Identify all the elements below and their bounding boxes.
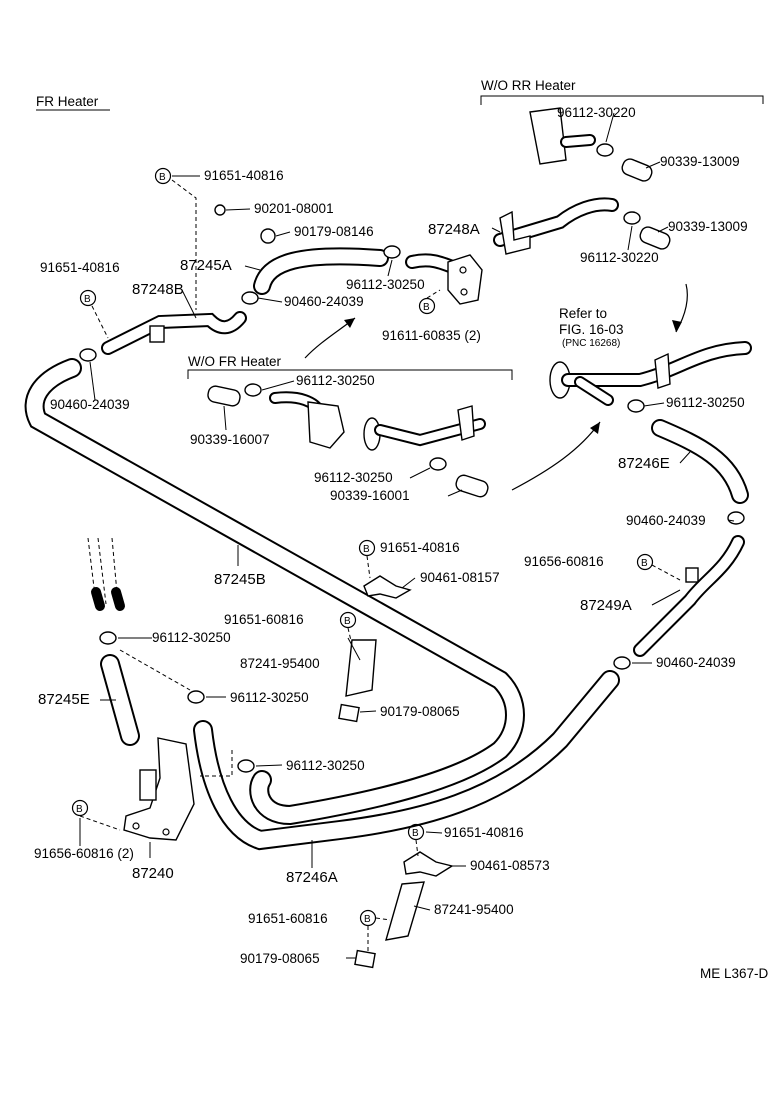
bracket-87241-95400-bot xyxy=(385,881,425,941)
hose-87246E xyxy=(651,419,749,504)
part-labels: 96112-30220 90339-13009 90339-13009 9611… xyxy=(34,105,748,966)
plug-90339-16001 xyxy=(455,474,489,498)
bolt-symbol-bot-2: B xyxy=(359,909,377,927)
plug-90339-13009-a xyxy=(621,158,653,182)
label-87241-95400-bot: 87241-95400 xyxy=(434,902,514,917)
label-90179-08065-bot: 90179-08065 xyxy=(240,951,320,966)
clamp-90461-08157 xyxy=(363,575,412,599)
label-90201-08001: 90201-08001 xyxy=(254,201,334,216)
label-91656-60816-left: 91656-60816 (2) xyxy=(34,846,134,861)
label-87248A: 87248A xyxy=(428,221,480,238)
label-90339-16001: 90339-16001 xyxy=(330,488,410,503)
label-96112-30220-b: 96112-30220 xyxy=(580,250,659,265)
svg-text:B: B xyxy=(363,544,370,555)
wo-rr-heater-heading: W/O RR Heater xyxy=(481,78,576,93)
svg-text:B: B xyxy=(84,294,91,305)
pipe-87248B xyxy=(101,311,247,355)
label-90460-24039-lower: 90460-24039 xyxy=(656,655,736,670)
label-87241-95400-mid: 87241-95400 xyxy=(240,656,320,671)
label-91651-40816-left: 91651-40816 xyxy=(40,260,120,275)
valve-wo-fr-heater xyxy=(269,391,345,449)
label-90179-08146: 90179-08146 xyxy=(294,224,374,239)
bolt-symbol-mid-2: B xyxy=(339,611,357,629)
svg-text:B: B xyxy=(344,616,351,627)
fr-heater-heading: FR Heater xyxy=(36,94,99,109)
label-91651-40816-top: 91651-40816 xyxy=(204,168,284,183)
label-90339-13009-b: 90339-13009 xyxy=(668,219,748,234)
label-96112-30250-right: 96112-30250 xyxy=(666,395,745,410)
label-87246A: 87246A xyxy=(286,869,338,886)
bolt-symbol-91611: B xyxy=(418,297,436,315)
label-90179-08065-mid: 90179-08065 xyxy=(380,704,460,719)
pipe-wo-fr-heater-mid xyxy=(363,405,486,451)
svg-text:B: B xyxy=(412,828,419,839)
label-90339-16007: 90339-16007 xyxy=(190,432,270,447)
bolt-symbol-left: B xyxy=(79,289,97,307)
label-90460-24039-right: 90460-24039 xyxy=(626,513,706,528)
nut-90179-08065-bot xyxy=(354,949,376,969)
bolt-symbol-mid: B xyxy=(358,539,376,557)
label-91651-40816-bot: 91651-40816 xyxy=(444,825,524,840)
label-96112-30250-l2: 96112-30250 xyxy=(230,690,309,705)
label-91651-40816-mid: 91651-40816 xyxy=(380,540,460,555)
label-96112-30250-a: 96112-30250 xyxy=(346,277,425,292)
bolt-symbol-right: B xyxy=(636,553,654,571)
plug-90339-13009-b xyxy=(639,226,671,250)
label-87249A: 87249A xyxy=(580,597,632,614)
pnc-reference-label: (PNC 16268) xyxy=(562,338,620,349)
hose-87245A xyxy=(253,247,389,295)
bolt-symbol-bot: B xyxy=(407,823,425,841)
label-90339-13009-a: 90339-13009 xyxy=(660,154,740,169)
bolt-symbol-left-2: B xyxy=(71,799,89,817)
nut-90179-08065-mid xyxy=(338,703,360,723)
svg-text:B: B xyxy=(641,558,648,569)
label-96112-30220-top: 96112-30220 xyxy=(557,105,636,120)
clamp-90461-08573 xyxy=(403,851,454,877)
pipe-87249A xyxy=(633,535,745,657)
plug-90339-16007 xyxy=(207,385,241,407)
label-96112-30250-wo: 96112-30250 xyxy=(296,373,375,388)
refer-to-label: Refer to xyxy=(559,306,607,321)
label-87248B: 87248B xyxy=(132,281,184,298)
label-90461-08573: 90461-08573 xyxy=(470,858,550,873)
bracket-87241-95400-mid xyxy=(345,639,377,697)
figure-code: ME L367-D xyxy=(700,966,769,981)
label-87245A: 87245A xyxy=(180,257,232,274)
hose-87245E xyxy=(100,654,140,746)
svg-text:B: B xyxy=(76,804,83,815)
label-90461-08157: 90461-08157 xyxy=(420,570,500,585)
rr-heater-core xyxy=(529,107,596,165)
label-96112-30250-mid: 96112-30250 xyxy=(314,470,393,485)
label-96112-30250-l3: 96112-30250 xyxy=(286,758,365,773)
hose-87245B xyxy=(24,358,525,826)
hose-clamps xyxy=(79,143,745,773)
label-87245E: 87245E xyxy=(38,691,90,708)
label-87245B: 87245B xyxy=(214,571,266,588)
water-valve-87240 xyxy=(123,737,195,841)
pipe-refer-fig-16-03 xyxy=(549,341,752,406)
direction-arrows xyxy=(304,283,688,491)
label-91651-60816-mid: 91651-60816 xyxy=(224,612,304,627)
pipe-87248A xyxy=(405,197,619,305)
svg-text:B: B xyxy=(423,302,430,313)
wo-fr-heater-heading: W/O FR Heater xyxy=(188,354,282,369)
label-90460-24039-a: 90460-24039 xyxy=(284,294,364,309)
fig-reference-label: FIG. 16-03 xyxy=(559,322,624,337)
label-87246E: 87246E xyxy=(618,455,670,472)
leader-lines xyxy=(79,112,735,959)
hose-ends-upper-left xyxy=(87,537,125,611)
svg-text:B: B xyxy=(364,914,371,925)
svg-text:B: B xyxy=(159,172,166,183)
bolt-symbol-top: B xyxy=(154,167,172,185)
label-96112-30250-left: 96112-30250 xyxy=(152,630,231,645)
assembly-lines xyxy=(79,179,681,952)
label-87240: 87240 xyxy=(132,865,174,882)
hose-87246A xyxy=(193,670,620,851)
label-91651-60816-bot: 91651-60816 xyxy=(248,911,328,926)
label-91611-60835: 91611-60835 (2) xyxy=(382,328,481,343)
label-91656-60816-right: 91656-60816 xyxy=(524,554,604,569)
label-90460-24039-left: 90460-24039 xyxy=(50,397,130,412)
